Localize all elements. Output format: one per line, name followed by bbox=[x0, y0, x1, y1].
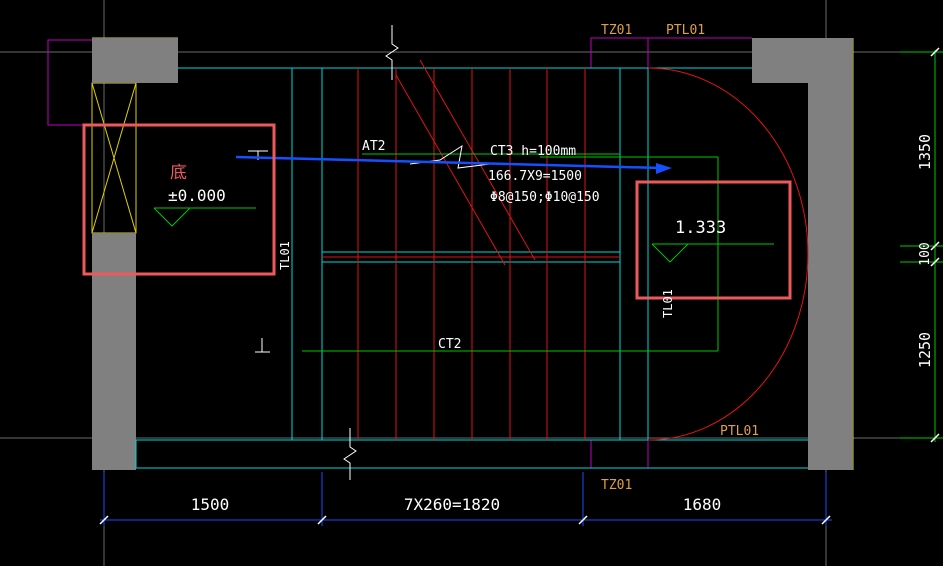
tl01-right-label: TL01 bbox=[661, 289, 675, 318]
at2-label: AT2 bbox=[362, 139, 385, 154]
dim-right-1: 1350 bbox=[916, 134, 934, 170]
dimension-right-ticks bbox=[930, 47, 940, 443]
ct2-label: CT2 bbox=[438, 337, 461, 352]
up-down-marks bbox=[248, 150, 270, 353]
tz01-bottom-label: TZ01 bbox=[601, 478, 632, 493]
dim-bottom-1: 1500 bbox=[191, 495, 230, 514]
annotation-boxes bbox=[82, 123, 792, 300]
dim-right-2: 100 bbox=[918, 242, 933, 265]
dimension-bottom-ticks bbox=[99, 515, 831, 525]
walk-direction-arrow bbox=[235, 155, 672, 174]
dim-bottom-3: 1680 bbox=[683, 495, 722, 514]
ptl01-top-label: PTL01 bbox=[666, 23, 705, 38]
magenta-outlines bbox=[47, 37, 752, 469]
bottom-level-name: 底 bbox=[170, 163, 187, 182]
green-lines bbox=[153, 153, 774, 352]
tl01-left-label: TL01 bbox=[278, 241, 292, 270]
dim-bottom-2: 7X260=1820 bbox=[404, 495, 500, 514]
dimension-bottom bbox=[100, 472, 832, 526]
tz01-top-label: TZ01 bbox=[601, 23, 632, 38]
dim-right-3: 1250 bbox=[916, 332, 934, 368]
ct3-steps-label: 166.7X9=1500 bbox=[488, 169, 582, 184]
landing-level-value: 1.333 bbox=[675, 218, 726, 238]
ct3-rebar-label: Φ8@150;Φ10@150 bbox=[490, 190, 600, 205]
ptl01-bottom-label: PTL01 bbox=[720, 424, 759, 439]
bottom-level-value: ±0.000 bbox=[168, 186, 226, 205]
stair-treads bbox=[322, 59, 809, 441]
ct3-label: CT3 h=100mm bbox=[490, 144, 576, 159]
